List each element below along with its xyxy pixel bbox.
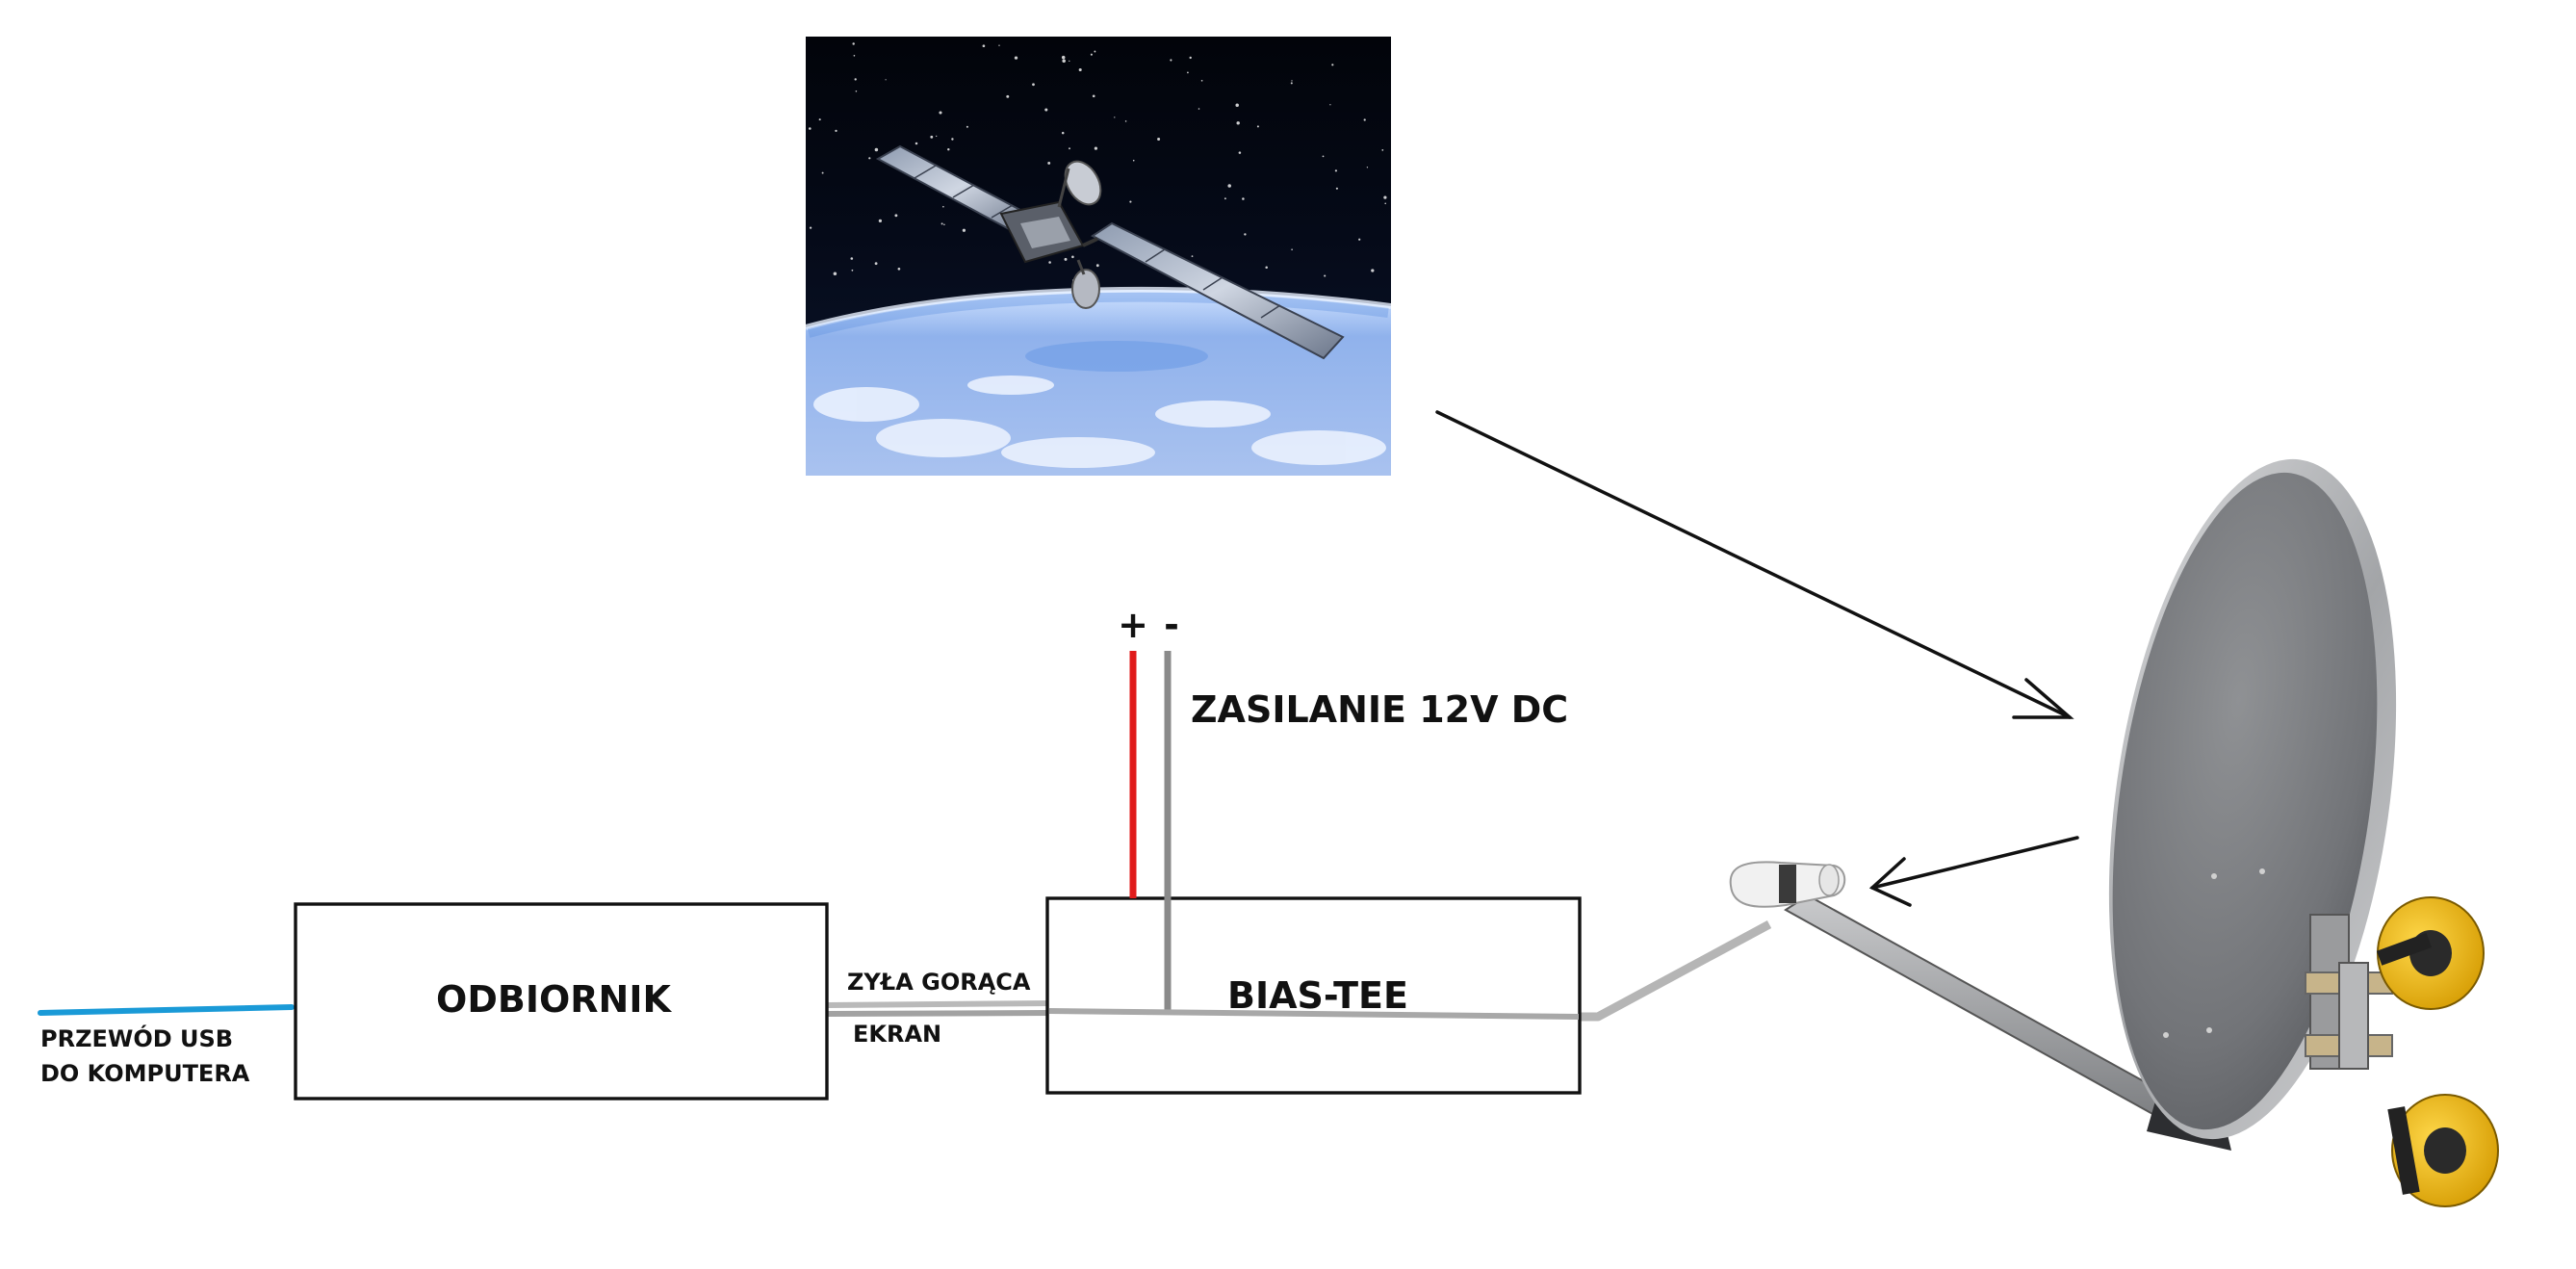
bias-tee-label: BIAS-TEE xyxy=(1227,974,1408,1017)
satellite-dish-icon xyxy=(1729,458,2499,1207)
shield-label: EKRAN xyxy=(853,1021,941,1048)
plus-label: + xyxy=(1118,604,1148,646)
satellite-photo xyxy=(806,37,1391,476)
coax-hot-wire xyxy=(827,1000,1050,1008)
hot-wire-label: ZYŁA GORĄCA xyxy=(847,969,1031,996)
reflection-arrow-dish-to-lnb xyxy=(1868,836,2079,907)
receiver-box xyxy=(294,902,829,1101)
signal-arrow-satellite-to-dish xyxy=(1435,410,2074,719)
receiver-label: ODBIORNIK xyxy=(436,978,672,1021)
usb-label-line1: PRZEWÓD USB xyxy=(40,1023,233,1052)
usb-cable xyxy=(38,1004,295,1016)
usb-label-line2: DO KOMPUTERA xyxy=(40,1060,250,1087)
bias-tee-box xyxy=(1045,896,1582,1095)
power-label: ZASILANIE 12V DC xyxy=(1191,688,1568,731)
coax-to-lnb xyxy=(1579,920,1772,1022)
minus-label: - xyxy=(1164,604,1179,646)
satellite-icon xyxy=(875,144,1345,360)
lnb-icon xyxy=(1729,861,1846,908)
coax-shield xyxy=(827,1010,1050,1017)
